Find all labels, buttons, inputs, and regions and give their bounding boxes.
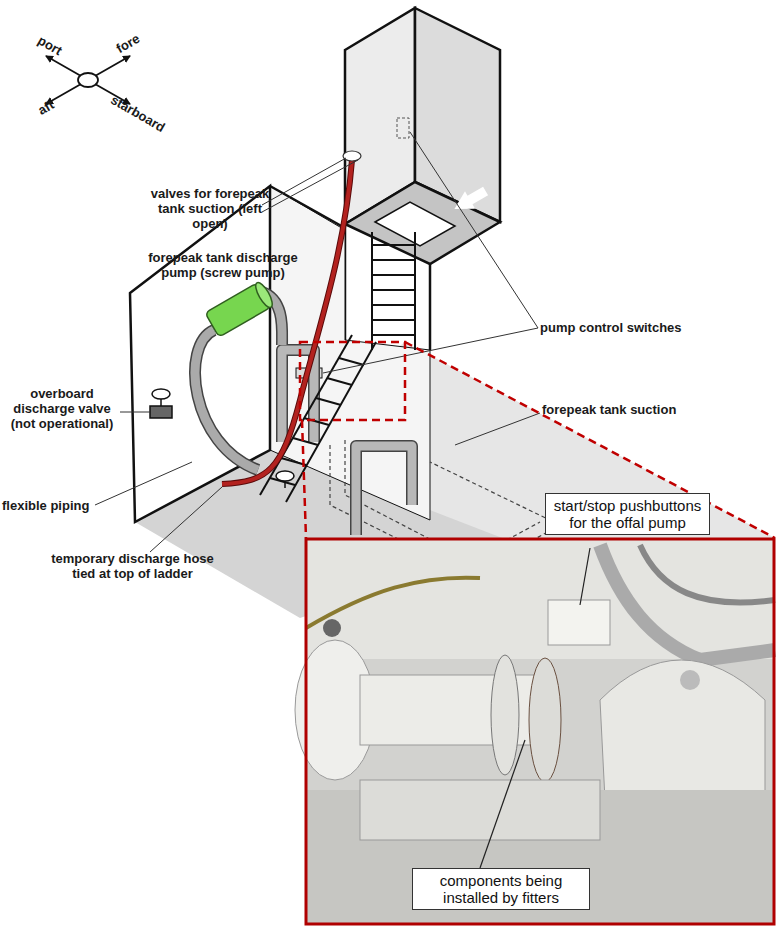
flexible-hose-part [195,330,258,470]
inclined-ladder-part [327,378,352,385]
photo-inset-part [600,545,775,660]
compass-rose-part [78,73,98,87]
callout-leaders-part [580,548,590,605]
leader-lines [95,132,540,552]
part-label: overboard discharge valve (not operation… [2,386,122,431]
compass-label: fore [105,26,151,61]
leader-lines-part [120,412,150,413]
part-label: forepeak tank suction [542,402,712,417]
overboard-valve-part [152,389,170,399]
part-label: valves for forepeak tank suction (left o… [140,186,280,231]
leader-lines-part [323,328,538,373]
callout-leaders-part [480,740,525,868]
suction-valve-part [276,471,294,481]
photo-inset [295,539,775,924]
photo-inset-part [529,658,561,782]
vertical-ladder-part [372,334,415,336]
photo-inset-part [548,600,610,645]
leader-lines-part [150,487,222,552]
photo-inset-part [323,619,341,637]
screw-pump-part [253,280,276,309]
photo-inset-part [306,539,774,924]
pump-room [130,186,430,522]
leader-lines-part [262,158,346,205]
callout-leaders [480,548,590,868]
vertical-ladder-part [372,319,415,321]
part-label: temporary discharge hose tied at top of … [40,551,225,581]
access-trunk-part [449,182,490,217]
zoom-indicator [300,342,775,538]
vertical-ladder-part [372,304,415,306]
leader-lines-part [410,132,538,328]
access-trunk-part [397,118,409,138]
fixed-piping-part [356,446,412,535]
pump-room-part [270,186,345,228]
inclined-ladder-part [260,335,352,495]
vertical-ladder-part [372,259,415,261]
zoom-indicator-part [302,420,306,538]
inclined-ladder-part [293,438,318,445]
compass-label: aft [23,90,69,125]
compass-label: starboard [101,88,174,139]
photo-inset-part [306,539,774,659]
vertical-ladder-part [372,274,415,276]
photo-inset-part [306,539,774,924]
inclined-ladder [260,335,376,502]
callout-box: start/stop pushbuttons for the offal pum… [545,493,710,535]
vertical-ladder-part [372,289,415,291]
access-trunk-part [429,264,432,350]
photo-inset-part [360,780,600,840]
inclined-ladder-part [339,358,364,365]
part-label: pump control switches [540,320,710,335]
flexible-hose-part [195,330,258,470]
screw-pump [205,280,275,337]
zoom-indicator-part [405,342,775,538]
temporary-hose-part [343,151,361,161]
access-trunk [345,8,500,350]
pump-room-part [130,186,270,522]
callout-box: components being installed by fitters [412,868,590,910]
photo-inset-part [680,670,700,690]
zoom-indicator-part [300,342,405,420]
photo-inset-part [640,545,775,603]
fixed-piping-part [356,446,412,535]
inclined-ladder-part [316,398,341,405]
access-trunk-part [345,182,500,264]
callout-text: start/stop pushbuttons for the offal pum… [552,497,703,531]
photo-inset-part [360,675,550,745]
part-label: flexible piping [2,498,112,513]
fixed-piping [282,350,412,535]
leader-lines-part [95,462,192,505]
leader-lines-part [262,160,358,212]
photo-inset-part [491,655,519,775]
overboard-valve-part [150,406,172,418]
leader-lines-part [455,413,540,445]
overboard-valve [150,389,172,418]
vertical-ladder-part [372,244,415,246]
callout-text: components being installed by fitters [419,872,583,906]
part-label: forepeak tank discharge pump (screw pump… [138,250,308,280]
suction-valve [276,471,294,488]
